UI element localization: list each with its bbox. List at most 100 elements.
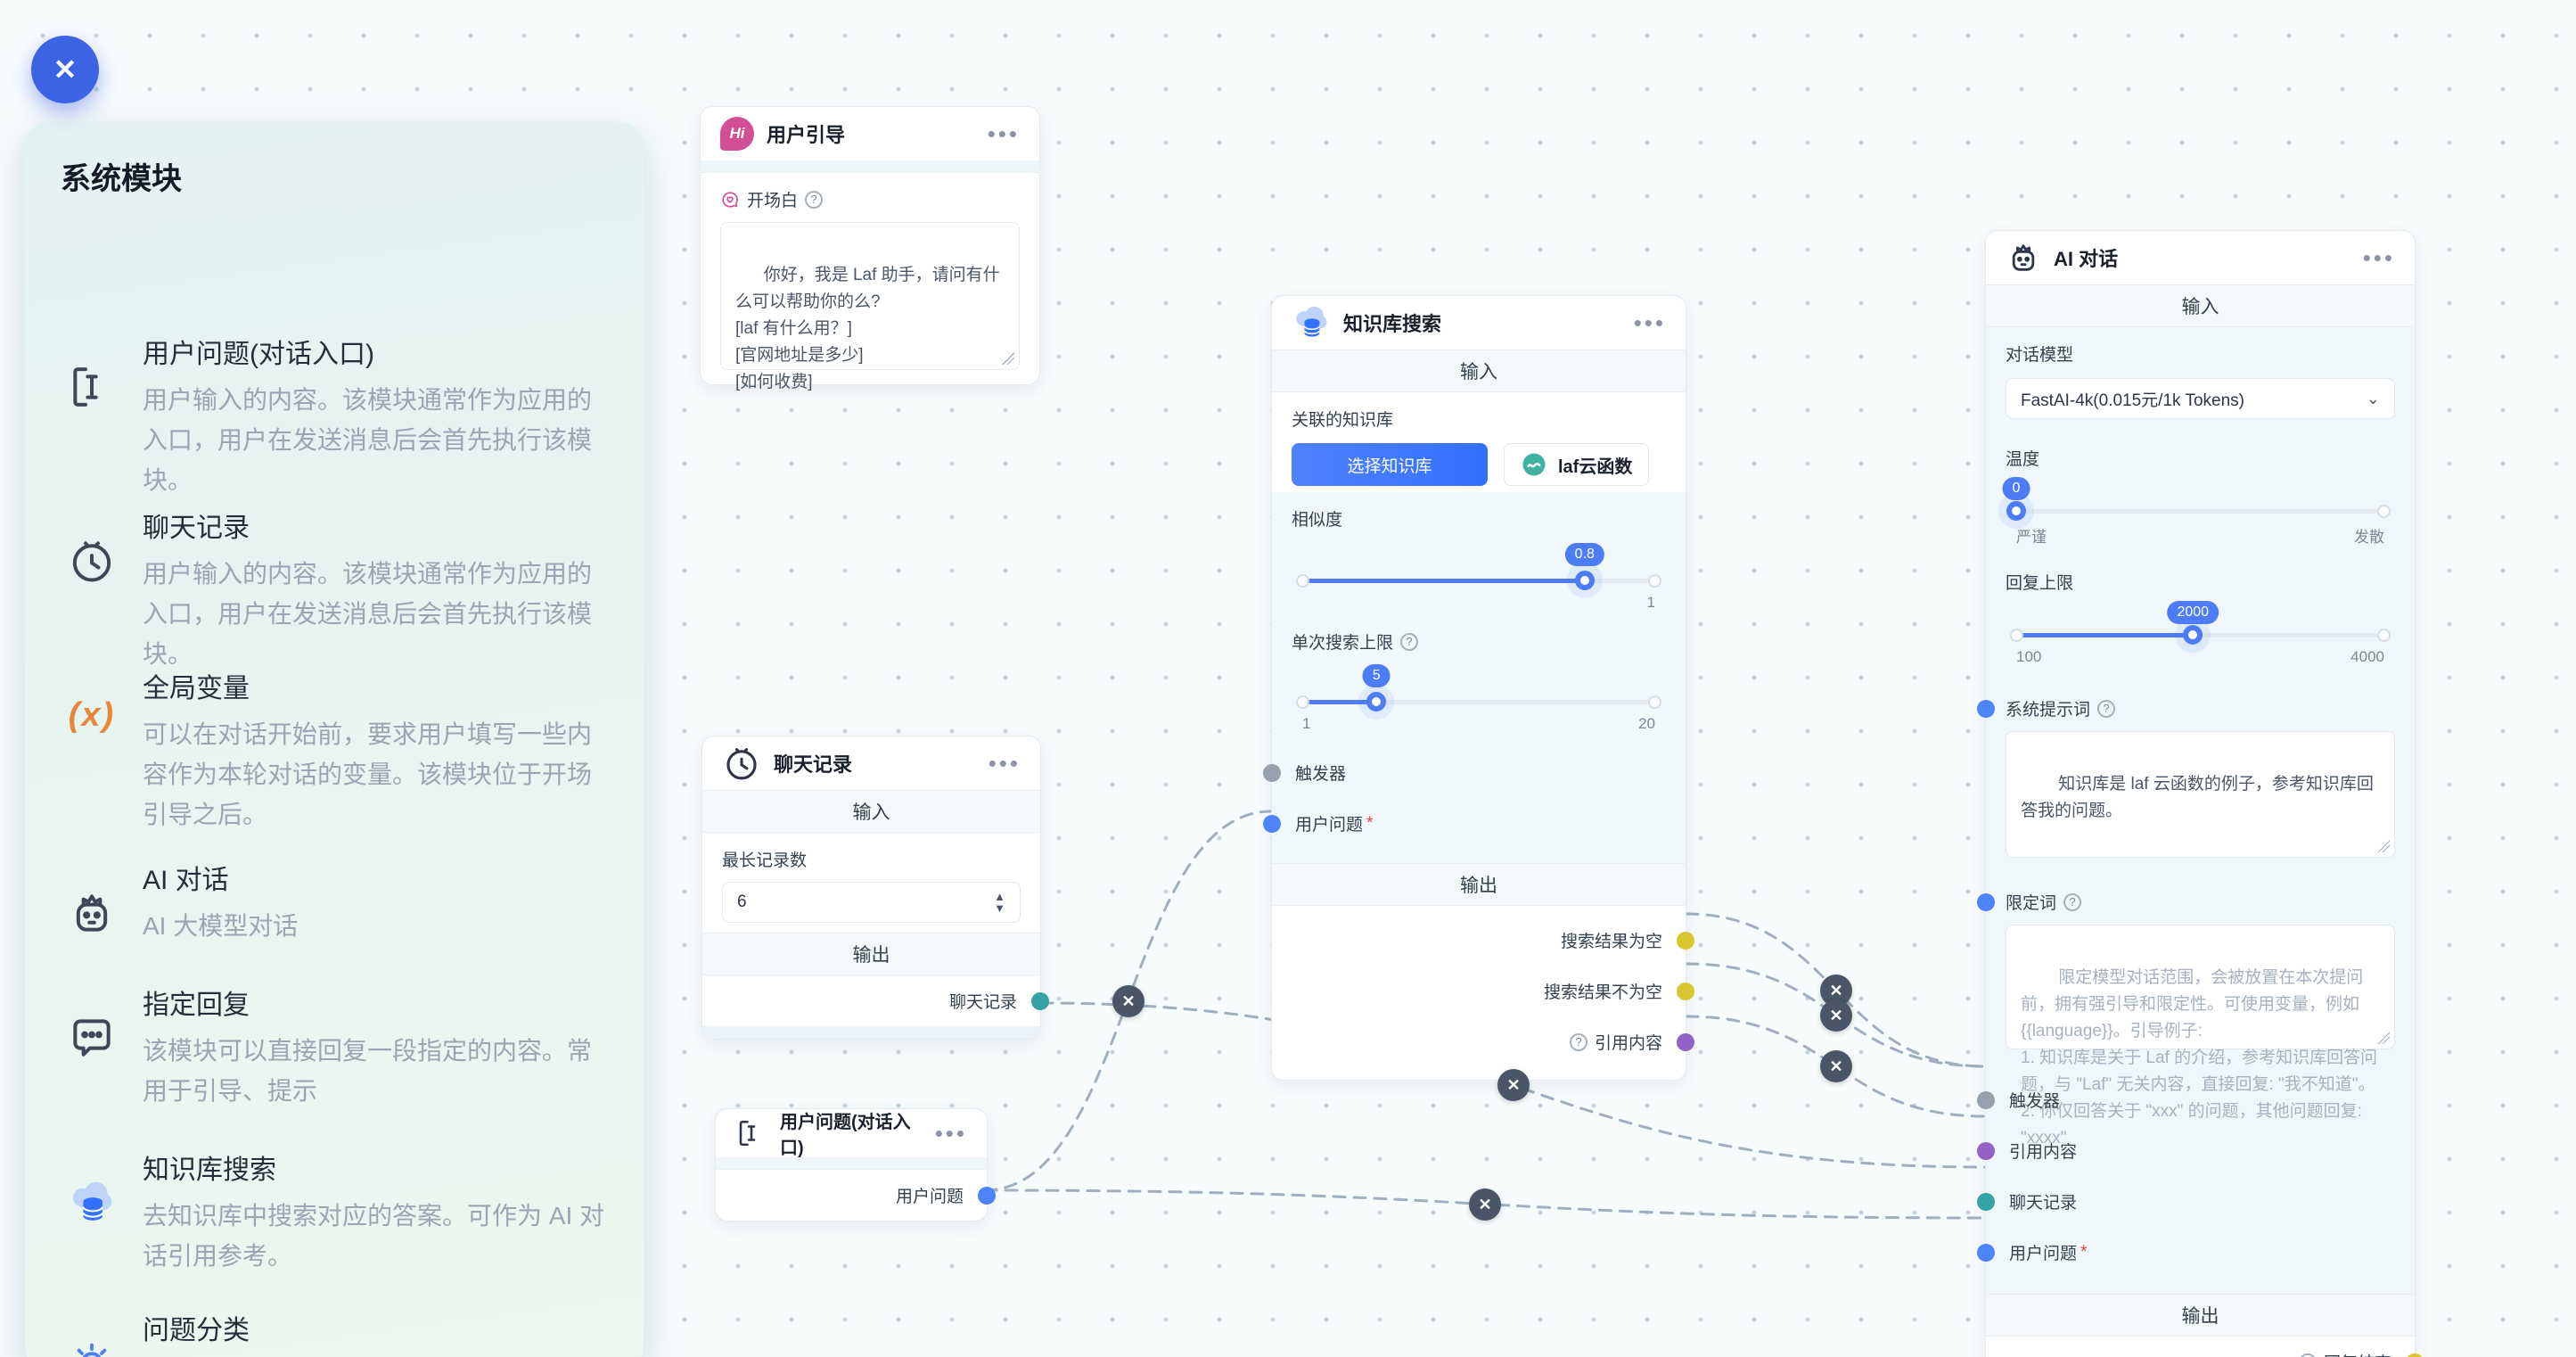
module-desc: 可以在对话开始前，要求用户填写一些内容作为本轮对话的变量。该模块位于开场引导之后…: [143, 720, 593, 828]
constraint-label: 限定词: [2006, 894, 2057, 913]
temperature-slider[interactable]: [2006, 501, 2391, 521]
module-desc: 该模块可以直接回复一段指定的内容。常用于引导、提示: [143, 1037, 593, 1105]
node-menu-icon[interactable]: •••: [1633, 309, 1666, 336]
help-icon[interactable]: ?: [2063, 892, 2082, 911]
port-dot-trigger[interactable]: [1263, 763, 1281, 782]
search-limit-slider[interactable]: [1296, 692, 1661, 711]
port-dot-trigger[interactable]: [1977, 1090, 1995, 1109]
node-user-question[interactable]: 用户问题(对话入口) ••• 用户问题: [715, 1108, 996, 1221]
welcome-bubble-icon: [720, 190, 740, 210]
node-title: 知识库搜索: [1343, 313, 1442, 335]
unlink-connection-icon[interactable]: ✕: [1469, 1188, 1501, 1221]
port-dot-search-not-empty[interactable]: [1677, 982, 1694, 1000]
close-editor-button[interactable]: ✕: [31, 36, 99, 103]
input-section-header: 输入: [1272, 350, 1686, 392]
resize-grip-icon[interactable]: [1002, 352, 1014, 365]
kb-tag-laf[interactable]: laf云函数: [1504, 443, 1650, 486]
kb-database-icon: [61, 1147, 123, 1276]
module-item-kb-search[interactable]: 知识库搜索 去知识库中搜索对应的答案。可作为 AI 对话引用参考。: [61, 1147, 613, 1276]
node-kb-search[interactable]: 知识库搜索 ••• 输入 关联的知识库 选择知识库 laf云函数 相似度 0.8…: [1263, 295, 1694, 1081]
module-item-fixed-reply[interactable]: 指定回复 该模块可以直接回复一段指定的内容。常用于引导、提示: [61, 983, 613, 1111]
step-up-icon[interactable]: ▲: [994, 890, 1005, 903]
port-trigger-in: 触发器: [1977, 1074, 2415, 1125]
module-item-chat-history[interactable]: 聊天记录 用户输入的内容。该模块通常作为应用的入口，用户在发送消息后会首先执行该…: [61, 506, 613, 674]
port-reply-done-out: ? 回复结束: [1986, 1336, 2424, 1357]
model-label: 对话模型: [2006, 346, 2074, 365]
unlink-connection-icon[interactable]: ✕: [1820, 999, 1852, 1032]
port-dot-user-question[interactable]: [1263, 814, 1281, 833]
kb-relation-label: 关联的知识库: [1292, 411, 1394, 430]
port-dot-reply-done[interactable]: [2406, 1353, 2424, 1357]
module-title: 问题分类: [143, 1316, 250, 1345]
system-prompt-input[interactable]: 知识库是 laf 云函数的例子，参考知识库回答我的问题。: [2006, 731, 2395, 858]
welcome-text-input[interactable]: 你好，我是 Laf 助手，请问有什么可以帮助你的么? [laf 有什么用？] […: [720, 222, 1020, 391]
output-section-header: 输出: [1272, 863, 1686, 906]
help-icon[interactable]: ?: [2097, 699, 2116, 718]
help-icon[interactable]: ?: [1569, 1032, 1587, 1051]
output-section-header: 输出: [1986, 1294, 2415, 1336]
select-kb-button[interactable]: 选择知识库: [1292, 443, 1488, 486]
number-stepper[interactable]: ▲ ▼: [994, 890, 1005, 915]
help-icon[interactable]: ?: [805, 190, 824, 209]
module-title: 用户问题(对话入口): [143, 340, 374, 369]
help-icon[interactable]: ?: [2298, 1353, 2317, 1357]
unlink-connection-icon[interactable]: ✕: [1112, 985, 1144, 1017]
port-chat-history-out: 聊天记录: [702, 975, 1049, 1026]
reply-limit-slider[interactable]: [2010, 625, 2391, 645]
hi-avatar-icon: Hi: [720, 117, 754, 151]
chevron-down-icon: ⌄: [2366, 389, 2380, 407]
module-item-ai-chat[interactable]: AI 对话 AI 大模型对话: [61, 858, 613, 946]
port-search-not-empty-out: 搜索结果不为空: [1272, 966, 1694, 1016]
port-quote-in: 引用内容: [1977, 1125, 2415, 1176]
system-modules-panel: 系统模块 用户问题(对话入口) 用户输入的内容。该模块通常作为应用的入口，用户在…: [25, 122, 644, 1357]
max-records-input[interactable]: 6 ▲ ▼: [722, 882, 1021, 923]
module-item-global-variable[interactable]: (x) 全局变量 可以在对话开始前，要求用户填写一些内容作为本轮对话的变量。该模…: [61, 666, 613, 835]
unlink-connection-icon[interactable]: ✕: [1820, 1050, 1852, 1082]
laf-logo-icon: [1522, 453, 1546, 476]
model-select[interactable]: FastAI-4k(0.015元/1k Tokens) ⌄: [2006, 378, 2395, 419]
module-item-question-classify[interactable]: 问题分类 可以判断用户问题属于哪方面问题，从而执行不同的操作。: [61, 1308, 613, 1357]
input-section-header: 输入: [1986, 284, 2415, 327]
port-dot-chat-history[interactable]: [1031, 991, 1049, 1010]
node-title: 用户引导: [767, 124, 846, 146]
port-dot-user-question[interactable]: [1977, 1243, 1995, 1262]
port-dot-chat-history[interactable]: [1977, 1192, 1995, 1211]
reply-limit-min: 100: [2016, 648, 2042, 665]
port-dot-search-empty[interactable]: [1677, 931, 1694, 950]
help-icon[interactable]: ?: [1400, 632, 1419, 651]
port-dot-quote[interactable]: [1677, 1032, 1694, 1051]
node-menu-icon[interactable]: •••: [988, 750, 1021, 777]
text-cursor-icon: [61, 332, 123, 500]
similarity-slider[interactable]: [1296, 571, 1661, 590]
node-user-guide[interactable]: Hi 用户引导 ••• 开场白 ? 你好，我是 Laf 助手，请问有什么可以帮助…: [700, 106, 1040, 391]
port-trigger-in: 触发器: [1263, 747, 1686, 798]
port-dot-system-prompt[interactable]: [1977, 699, 1995, 718]
node-chat-history[interactable]: 聊天记录 ••• 输入 最长记录数 6 ▲ ▼ 输出 聊天记录: [701, 736, 1049, 1040]
resize-grip-icon[interactable]: [2377, 1032, 2390, 1044]
reply-limit-value-badge: 2000: [2167, 601, 2219, 624]
search-limit-value-badge: 5: [1362, 664, 1391, 687]
port-quote-out: ? 引用内容: [1272, 1016, 1694, 1067]
port-dot-constraint[interactable]: [1977, 892, 1995, 911]
node-title: AI 对话: [2054, 248, 2119, 270]
unlink-connection-icon[interactable]: ✕: [1497, 1069, 1530, 1101]
port-chat-history-in: 聊天记录: [1977, 1176, 2415, 1227]
node-menu-icon[interactable]: •••: [934, 1120, 967, 1147]
resize-grip-icon[interactable]: [2377, 840, 2390, 852]
node-menu-icon[interactable]: •••: [2362, 244, 2395, 271]
step-down-icon[interactable]: ▼: [994, 901, 1005, 915]
module-item-user-question[interactable]: 用户问题(对话入口) 用户输入的内容。该模块通常作为应用的入口，用户在发送消息后…: [61, 332, 613, 500]
node-ai-chat[interactable]: AI 对话 ••• 输入 对话模型 FastAI-4k(0.015元/1k To…: [1977, 230, 2424, 1357]
port-dot-quote[interactable]: [1977, 1141, 1995, 1160]
search-limit-max: 20: [1638, 715, 1655, 732]
robot-icon: [61, 858, 123, 946]
port-dot-user-question[interactable]: [978, 1186, 996, 1205]
similarity-value-badge: 0.8: [1564, 543, 1604, 566]
module-desc: AI 大模型对话: [143, 912, 299, 940]
constraint-input[interactable]: 限定模型对话范围，会被放置在本次提问前，拥有强引导和限定性。可使用变量，例如 {…: [2006, 925, 2395, 1147]
node-menu-icon[interactable]: •••: [987, 120, 1020, 147]
temperature-min-label: 严谨: [2016, 529, 2047, 546]
reply-limit-label: 回复上限: [2006, 574, 2074, 593]
kb-tag-label: laf云函数: [1558, 456, 1633, 477]
variable-icon: (x): [68, 696, 116, 734]
